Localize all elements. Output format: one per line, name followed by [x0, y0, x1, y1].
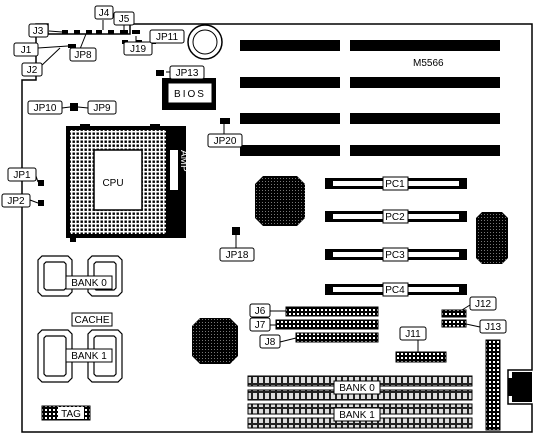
- isa-slot: [240, 77, 340, 88]
- socket-mark: AMP: [178, 150, 189, 172]
- tag-chip: TAG: [41, 405, 91, 421]
- cpu-socket: AMP: [66, 124, 189, 242]
- jumper-j13-label: J13: [485, 322, 502, 333]
- jumper-j8-label: J8: [265, 337, 276, 348]
- jumper-j3-label: J3: [33, 26, 44, 37]
- jumper-j6-label: J6: [255, 306, 266, 317]
- jumper-jp13-label: JP13: [176, 68, 199, 79]
- jumper-j1-label: J1: [21, 45, 32, 56]
- chipset-chip: [192, 318, 238, 364]
- pci-slot-pc4-label: PC4: [385, 285, 405, 296]
- jumper-j11-label: J11: [405, 329, 421, 340]
- isa-slot: [350, 77, 500, 88]
- bios-chip: BIOS: [162, 78, 216, 110]
- jumper-j7-label: J7: [255, 320, 266, 331]
- chipset-chip: [255, 176, 305, 226]
- jumper-jp9-label: JP9: [93, 103, 111, 114]
- jumper-j19-label: J19: [130, 44, 147, 55]
- battery: [187, 24, 223, 60]
- header-connectors: [275, 306, 501, 431]
- jumper-j12-label: J12: [475, 299, 492, 310]
- cache-label: CACHE: [74, 315, 109, 326]
- board-model-label: M5566: [413, 58, 444, 69]
- svg-text:TAG: TAG: [61, 409, 81, 420]
- jumper-jp1-label: JP1: [13, 170, 31, 181]
- svg-text:BIOS: BIOS: [174, 89, 206, 100]
- jumper-jp20-label: JP20: [214, 136, 237, 147]
- isa-slot: [350, 145, 500, 156]
- cpu-label: CPU: [102, 178, 123, 189]
- isa-slot: [240, 40, 340, 51]
- jumper-j2-label: J2: [27, 65, 38, 76]
- jumper-j4-label: J4: [99, 8, 110, 19]
- jumper-jp10-label: JP10: [34, 103, 57, 114]
- power-connector: [508, 372, 532, 402]
- isa-slot: [350, 113, 500, 124]
- isa-slot: [240, 113, 340, 124]
- jumper-jp2-label: JP2: [7, 196, 25, 207]
- isa-slots: [240, 40, 500, 156]
- chipset-chip: [476, 212, 508, 264]
- jumper-j5-label: J5: [119, 14, 130, 25]
- jumper-jp18-label: JP18: [226, 250, 249, 261]
- pci-slot-pc1-label: PC1: [385, 179, 405, 190]
- simm-bank-1-label: BANK 1: [339, 410, 375, 421]
- jumper-jp8-label: JP8: [74, 50, 92, 61]
- pci-slot-pc3-label: PC3: [385, 250, 405, 261]
- isa-slot: [240, 145, 340, 156]
- jumper-jp11-label: JP11: [156, 32, 178, 43]
- isa-slot: [350, 40, 500, 51]
- simm-bank-0-label: BANK 0: [339, 383, 375, 394]
- cache-bank-0-label: BANK 0: [71, 278, 107, 289]
- pci-slot-pc2-label: PC2: [385, 212, 405, 223]
- cache-bank-1-label: BANK 1: [71, 351, 107, 362]
